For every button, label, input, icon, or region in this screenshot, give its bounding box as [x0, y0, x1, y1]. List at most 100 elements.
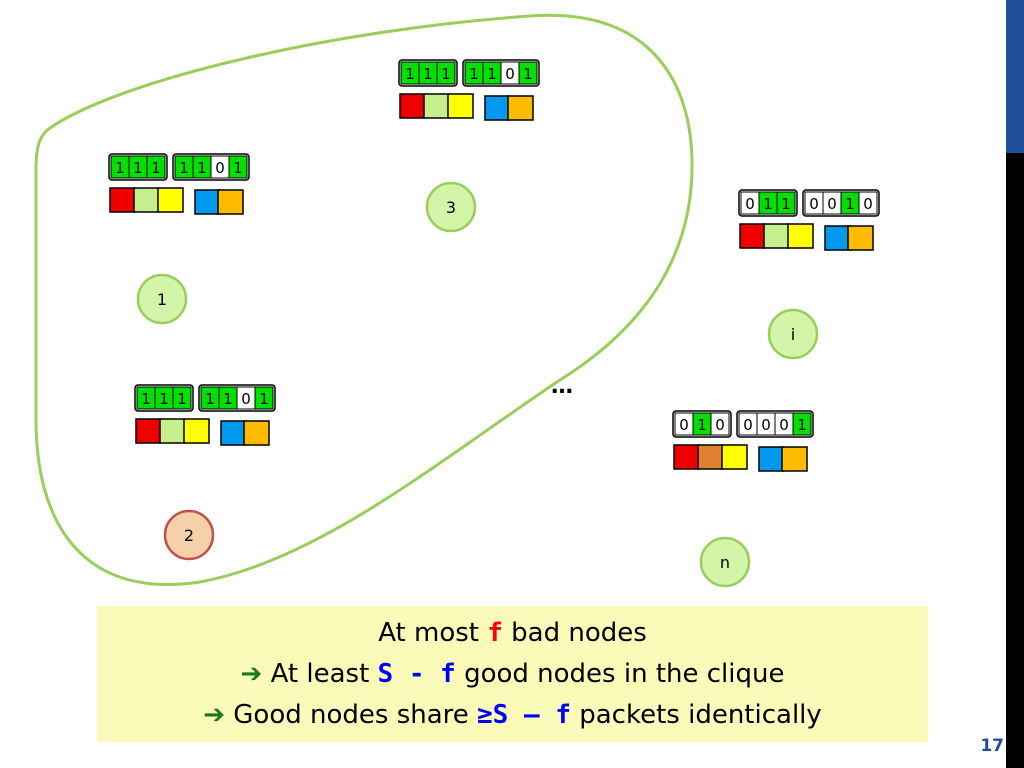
- bit-value: 1: [159, 390, 169, 408]
- packet-square-light_green: [133, 187, 160, 213]
- bit-cell: [776, 191, 796, 215]
- bit-value: 0: [241, 390, 251, 408]
- bit-value: 0: [827, 195, 837, 213]
- caption-line-1: At most f bad nodes: [97, 613, 928, 654]
- minus-sign: -: [393, 659, 441, 689]
- bit-cell: [228, 155, 248, 179]
- packet-square-light_green: [159, 418, 186, 444]
- bit-value: 1: [487, 65, 497, 83]
- packet-square-blue: [758, 446, 785, 472]
- packet-square-red: [673, 444, 700, 470]
- node-label: 3: [446, 198, 456, 217]
- bit-value: 1: [197, 159, 207, 177]
- clique-outline: [34, 13, 694, 586]
- bit-cell: [254, 386, 274, 410]
- caption-text: packets identically: [570, 700, 822, 730]
- bit-value: 1: [697, 416, 707, 434]
- caption-text: At least: [262, 659, 378, 689]
- packet-square-red: [109, 187, 136, 213]
- packet-square-light_green: [423, 93, 450, 119]
- caption-box: At most f bad nodes ➔ At least S - f goo…: [97, 606, 928, 742]
- bit-value: 1: [223, 390, 233, 408]
- node-label: i: [791, 325, 795, 344]
- bit-value: 1: [845, 195, 855, 213]
- bit-value: 1: [797, 416, 807, 434]
- bit-value: 1: [115, 159, 125, 177]
- caption-text: good nodes in the clique: [455, 659, 785, 689]
- packet-square-orange: [781, 446, 808, 472]
- packet-square-blue: [220, 420, 247, 446]
- variable-f: f: [440, 659, 456, 689]
- bit-value: 0: [779, 416, 789, 434]
- bit-value: 1: [233, 159, 243, 177]
- bit-value: 1: [441, 65, 451, 83]
- variable-f: f: [555, 700, 571, 730]
- bit-cell: [172, 386, 192, 410]
- arrow-icon: ➔: [240, 659, 263, 689]
- packet-square-yellow: [447, 93, 474, 119]
- variable-s: S: [377, 659, 394, 689]
- bit-value: 1: [259, 390, 269, 408]
- caption-text: bad nodes: [502, 618, 647, 648]
- caption-text: At most: [378, 618, 488, 648]
- bit-cell: [518, 61, 538, 85]
- packet-square-yellow: [157, 187, 184, 213]
- bit-cell: [858, 191, 878, 215]
- bit-value: 0: [761, 416, 771, 434]
- caption-text: Good nodes share: [225, 700, 478, 730]
- packet-square-dark_orange: [697, 444, 724, 470]
- bit-value: 1: [423, 65, 433, 83]
- packet-square-light_green: [763, 223, 790, 249]
- packet-square-blue: [484, 95, 511, 121]
- caption-line-2: ➔ At least S - f good nodes in the cliqu…: [97, 654, 928, 695]
- ellipsis: …: [551, 374, 573, 399]
- bit-value: 0: [743, 416, 753, 434]
- variable-s: ≥S: [477, 700, 509, 730]
- bit-cell: [792, 412, 812, 436]
- caption-line-3: ➔ Good nodes share ≥S – f packets identi…: [97, 695, 928, 736]
- packet-square-red: [135, 418, 162, 444]
- packet-square-yellow: [787, 223, 814, 249]
- bit-value: 0: [745, 195, 755, 213]
- node-circle-3: [425, 181, 477, 233]
- bit-cell: [146, 155, 166, 179]
- bit-value: 1: [151, 159, 161, 177]
- bit-value: 1: [141, 390, 151, 408]
- bit-value: 1: [133, 159, 143, 177]
- packet-square-yellow: [721, 444, 748, 470]
- sidebar-accent-bar: [1006, 0, 1024, 153]
- bit-value: 0: [863, 195, 873, 213]
- packet-square-red: [399, 93, 426, 119]
- minus-sign: –: [508, 700, 556, 730]
- bit-value: 1: [179, 159, 189, 177]
- node-circle-1: [136, 273, 188, 325]
- bit-value: 1: [781, 195, 791, 213]
- arrow-icon: ➔: [203, 700, 225, 730]
- bit-value: 0: [505, 65, 515, 83]
- node-circle-n: [699, 536, 751, 588]
- node-label: 1: [157, 290, 167, 309]
- bit-value: 0: [679, 416, 689, 434]
- sidebar-dark-bar: [1006, 153, 1024, 768]
- bit-value: 1: [405, 65, 415, 83]
- bit-cell: [436, 61, 456, 85]
- bit-value: 0: [715, 416, 725, 434]
- bit-value: 1: [763, 195, 773, 213]
- bit-value: 0: [215, 159, 225, 177]
- bit-value: 1: [523, 65, 533, 83]
- bit-value: 0: [809, 195, 819, 213]
- packet-square-blue: [824, 225, 851, 251]
- node-label: n: [720, 553, 730, 572]
- node-label: 2: [184, 526, 194, 545]
- packet-square-red: [739, 223, 766, 249]
- variable-f: f: [487, 618, 503, 648]
- bit-value: 1: [469, 65, 479, 83]
- slide-number: 17: [980, 736, 1004, 756]
- bit-value: 1: [177, 390, 187, 408]
- packet-square-orange: [217, 189, 244, 215]
